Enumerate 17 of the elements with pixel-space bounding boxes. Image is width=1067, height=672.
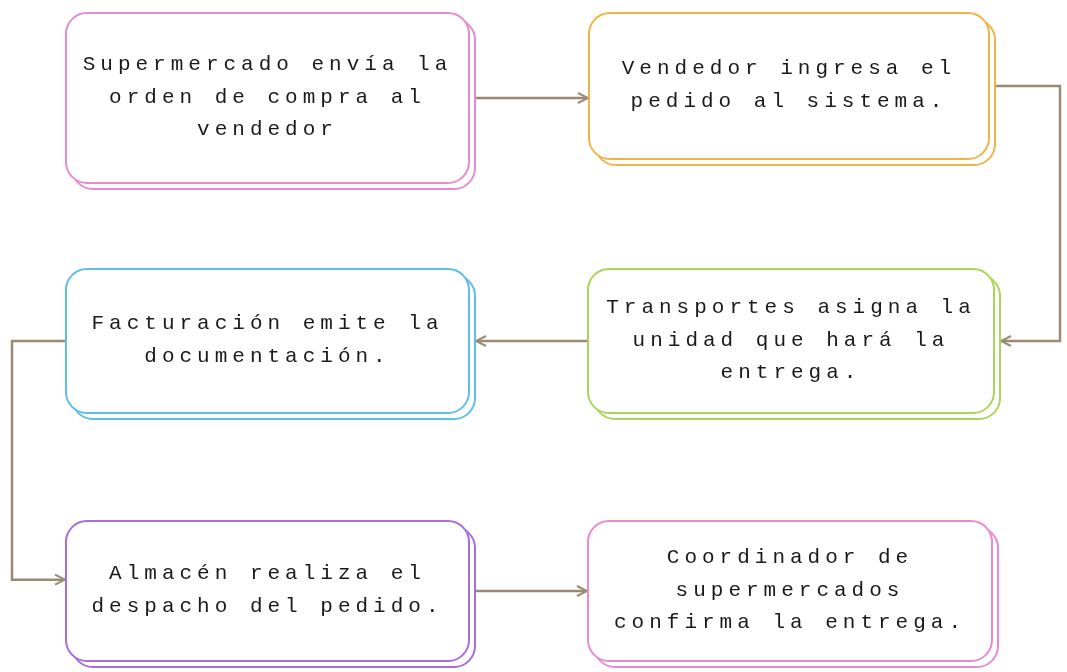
step-text: Supermercado envía la orden de compra al vendedor: [81, 52, 454, 144]
step-text: Vendedor ingresa el pedido al sistema.: [620, 56, 958, 115]
process-box: [588, 12, 996, 166]
step-text: Almacén realiza el despacho del pedido.: [90, 561, 445, 620]
process-box: [65, 12, 476, 190]
arrow: [476, 585, 588, 597]
arrow: [10, 339, 66, 586]
process-box: [587, 268, 1001, 420]
process-box: [65, 268, 476, 420]
process-box: [65, 520, 476, 668]
process-box: [587, 520, 999, 668]
step-text: Facturación emite la documentación.: [90, 311, 445, 370]
arrow: [476, 92, 589, 104]
arrow: [475, 335, 587, 347]
arrow: [996, 84, 1062, 347]
step-text: Coordinador de supermercados confirma la entrega.: [612, 545, 967, 637]
step-text: Transportes asigna la unidad que hará la entrega.: [605, 295, 977, 387]
